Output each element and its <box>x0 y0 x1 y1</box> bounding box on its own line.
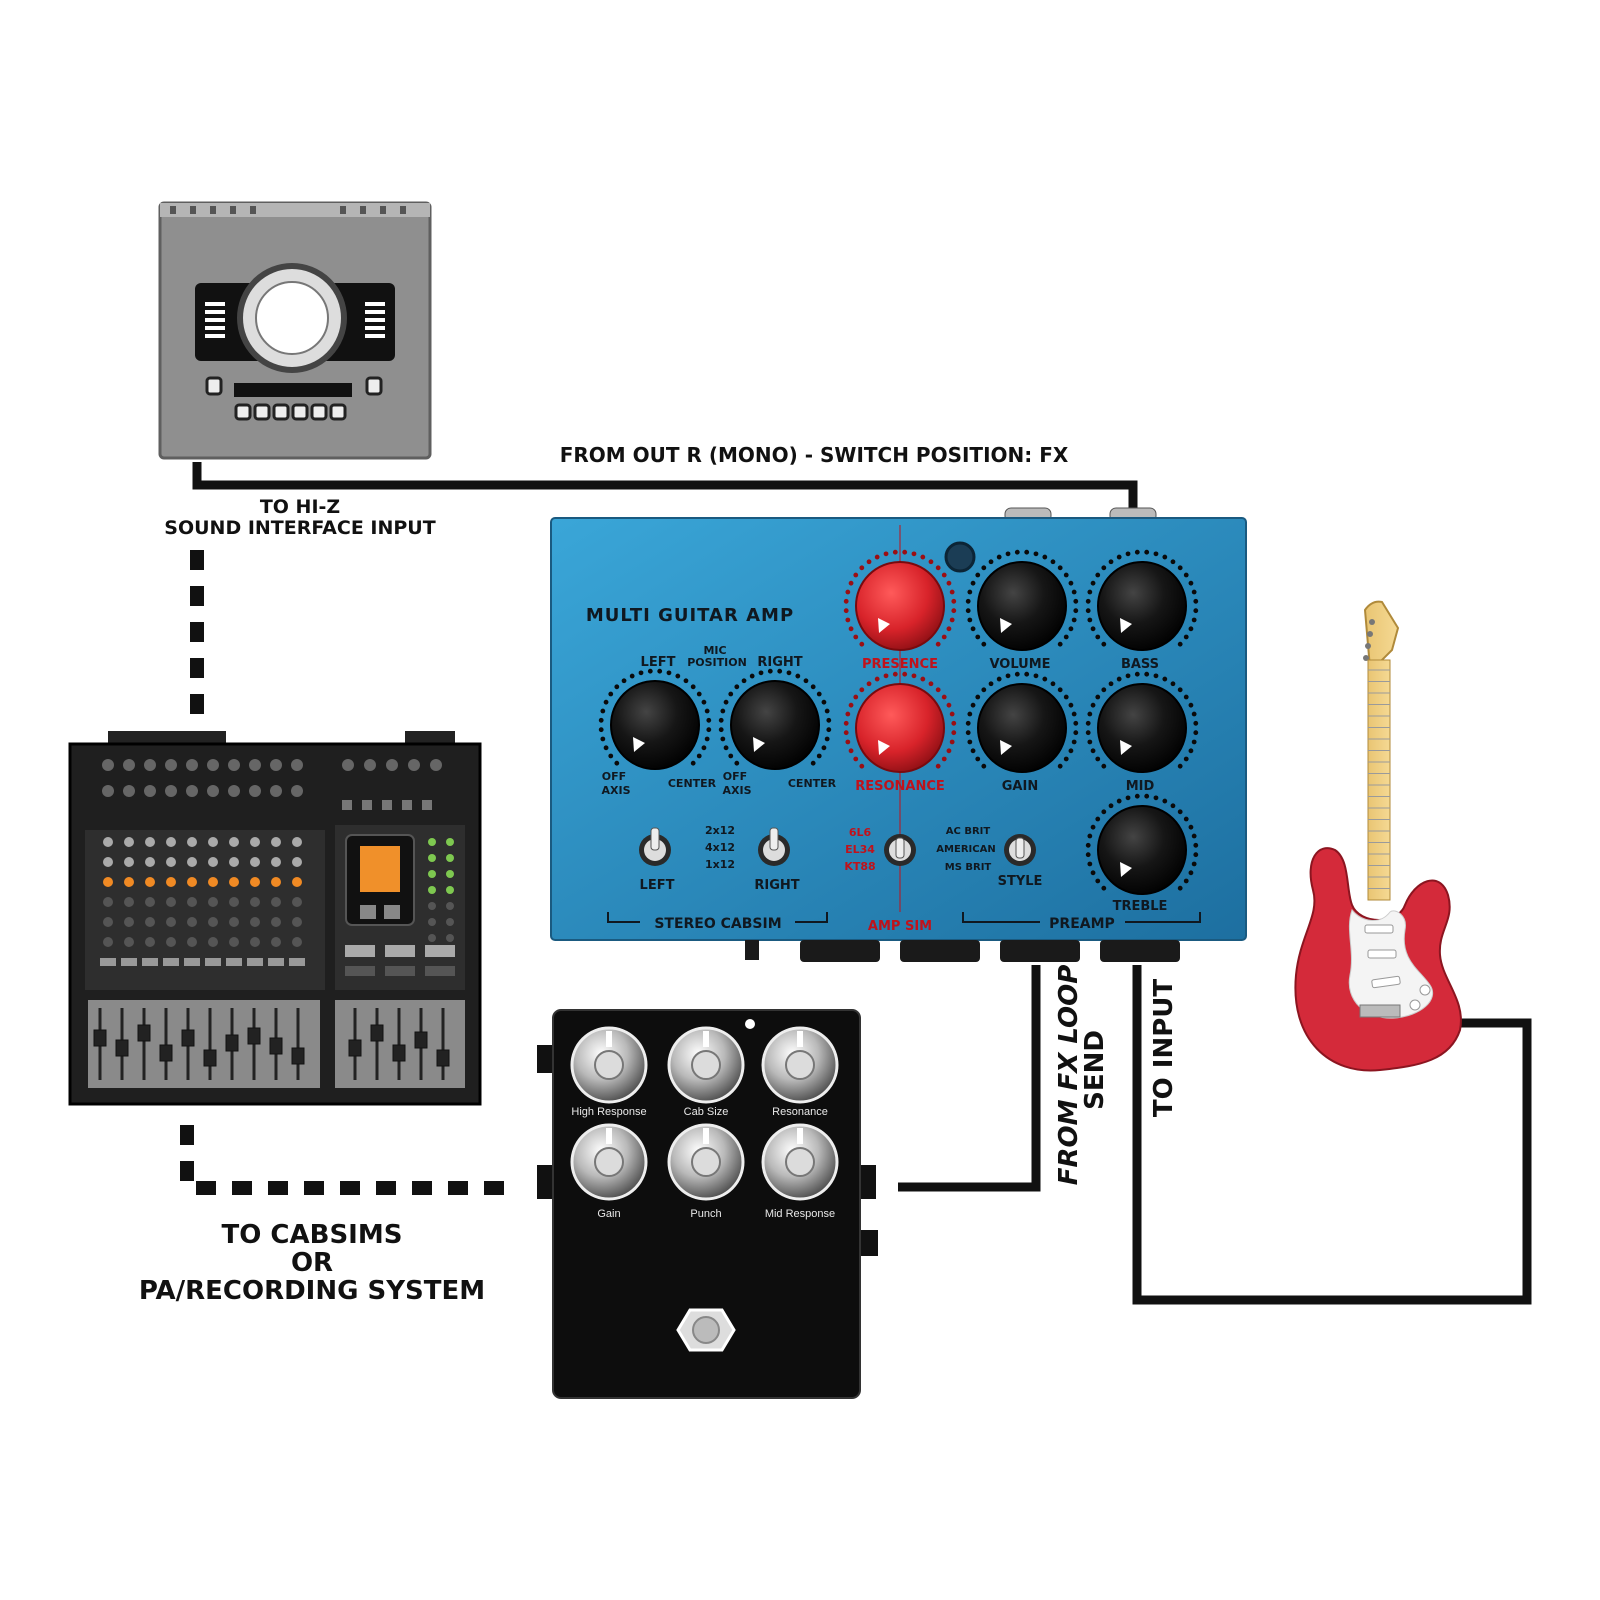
amp-label-center-1: CENTER <box>668 777 717 790</box>
amp-bottom-jacks <box>745 940 1180 962</box>
pedal-label-cab-size: Cab Size <box>684 1106 729 1118</box>
knob-mic-right[interactable] <box>718 668 832 770</box>
amp-label-ms-brit: MS BRIT <box>945 862 992 873</box>
pedal-led <box>745 1019 755 1029</box>
amp-power-led <box>944 541 976 573</box>
amp-label-left-mic: LEFT <box>641 655 676 670</box>
switch-cabsim-left[interactable] <box>639 827 671 866</box>
label-to-hiz-line2: SOUND INTERFACE INPUT <box>164 517 435 539</box>
pedal-knob-punch[interactable] <box>667 1123 745 1201</box>
label-to-cabsims-line3: PA/RECORDING SYSTEM <box>139 1276 485 1306</box>
label-send: SEND <box>1080 1030 1110 1110</box>
switch-amp-sim[interactable] <box>884 834 916 866</box>
pedal-label-punch: Punch <box>690 1208 721 1220</box>
mixer-faders <box>93 1008 450 1080</box>
cables <box>180 462 1532 1305</box>
amp-label-axis-2: AXIS <box>722 784 751 797</box>
amp-label-off-2: OFF <box>723 770 747 783</box>
switch-cabsim-right[interactable] <box>758 827 790 866</box>
label-to-hiz-line1: TO HI-Z <box>260 496 340 518</box>
label-to-cabsims-line2: OR <box>291 1248 333 1278</box>
interface-buttons <box>234 403 347 421</box>
guitar-frets <box>1368 669 1390 889</box>
amp-label-ac-brit: AC BRIT <box>946 826 991 837</box>
amp-label-resonance: RESONANCE <box>855 779 945 794</box>
pedal-knob-mid-response[interactable] <box>761 1123 839 1201</box>
amp-label-bass: BASS <box>1121 657 1159 672</box>
amp-label-gain: GAIN <box>1002 779 1038 794</box>
cable-out-r-to-interface <box>192 462 1138 520</box>
amp-label-1x12: 1x12 <box>705 858 735 871</box>
pedal-knob-gain[interactable] <box>570 1123 648 1201</box>
cable-guitar-to-input <box>1132 965 1532 1305</box>
amp-label-mic: MIC <box>703 644 726 657</box>
amp-label-switch-left: LEFT <box>640 878 675 893</box>
amp-label-6l6: 6L6 <box>849 826 872 839</box>
multi-guitar-amp: MULTI GUITAR AMP MIC LEFT POSITION RIGHT… <box>550 507 1247 962</box>
interface-meter-right <box>365 302 385 338</box>
amp-label-off-1: OFF <box>602 770 626 783</box>
pedal-knobs <box>570 1026 839 1201</box>
amp-label-right-mic: RIGHT <box>757 655 802 670</box>
knob-gain[interactable] <box>965 671 1079 773</box>
knob-bass[interactable] <box>1085 549 1199 651</box>
knob-presence[interactable] <box>843 549 957 651</box>
amp-label-style: STYLE <box>998 874 1043 889</box>
audio-interface <box>158 201 432 460</box>
pedal-label-resonance: Resonance <box>772 1106 828 1118</box>
amp-label-2x12: 2x12 <box>705 824 735 837</box>
amp-label-amp-sim: AMP SIM <box>868 919 932 934</box>
amp-label-kt88: KT88 <box>844 860 875 873</box>
label-from-fx-loop: FROM FX LOOP <box>1054 965 1084 1186</box>
knob-volume[interactable] <box>965 549 1079 651</box>
amp-label-center-2: CENTER <box>788 777 837 790</box>
label-from-out-r: FROM OUT R (MONO) - SWITCH POSITION: FX <box>560 443 1069 467</box>
pedal-knob-resonance[interactable] <box>761 1026 839 1104</box>
amp-label-axis-1: AXIS <box>601 784 630 797</box>
pedal-label-mid-response: Mid Response <box>765 1208 835 1220</box>
mixing-console <box>68 731 482 1106</box>
amp-title: MULTI GUITAR AMP <box>586 605 794 626</box>
pedal-footswitch[interactable] <box>676 1308 736 1352</box>
amp-label-treble: TREBLE <box>1113 899 1168 914</box>
label-to-input: TO INPUT <box>1149 979 1179 1117</box>
pedal-label-gain: Gain <box>597 1208 620 1220</box>
amp-label-el34: EL34 <box>845 843 875 856</box>
pedal-knob-cab-size[interactable] <box>667 1026 745 1104</box>
interface-top-vents <box>170 206 406 214</box>
pedal-knob-high-response[interactable] <box>570 1026 648 1104</box>
knob-mic-left[interactable] <box>598 668 712 770</box>
knob-treble[interactable] <box>1085 793 1199 895</box>
amp-label-mid: MID <box>1126 779 1155 794</box>
knob-resonance[interactable] <box>843 671 957 773</box>
cabsim-pedal: High Response Cab Size Resonance Gain Pu… <box>537 1009 878 1399</box>
knob-mid[interactable] <box>1085 671 1199 773</box>
amp-label-mic-position: POSITION <box>687 656 747 669</box>
label-to-cabsims-line1: TO CABSIMS <box>222 1220 403 1250</box>
amp-label-switch-right: RIGHT <box>754 878 799 893</box>
amp-label-preamp: PREAMP <box>1049 916 1115 932</box>
switch-style[interactable] <box>1004 834 1036 866</box>
amp-label-4x12: 4x12 <box>705 841 735 854</box>
pedal-label-high-response: High Response <box>571 1106 646 1118</box>
amp-knobs <box>598 549 1199 895</box>
amp-label-presence: PRESENCE <box>862 657 938 672</box>
amp-label-stereo-cabsim: STEREO CABSIM <box>654 916 781 932</box>
amp-label-volume: VOLUME <box>989 657 1050 672</box>
mixer-channel-knobs <box>100 759 455 976</box>
cable-mixer-to-pedal <box>180 1125 505 1195</box>
amp-label-american: AMERICAN <box>936 844 995 855</box>
electric-guitar <box>1294 600 1462 1072</box>
cable-fx-send-to-pedal <box>898 965 1041 1192</box>
interface-meter-left <box>205 302 225 338</box>
